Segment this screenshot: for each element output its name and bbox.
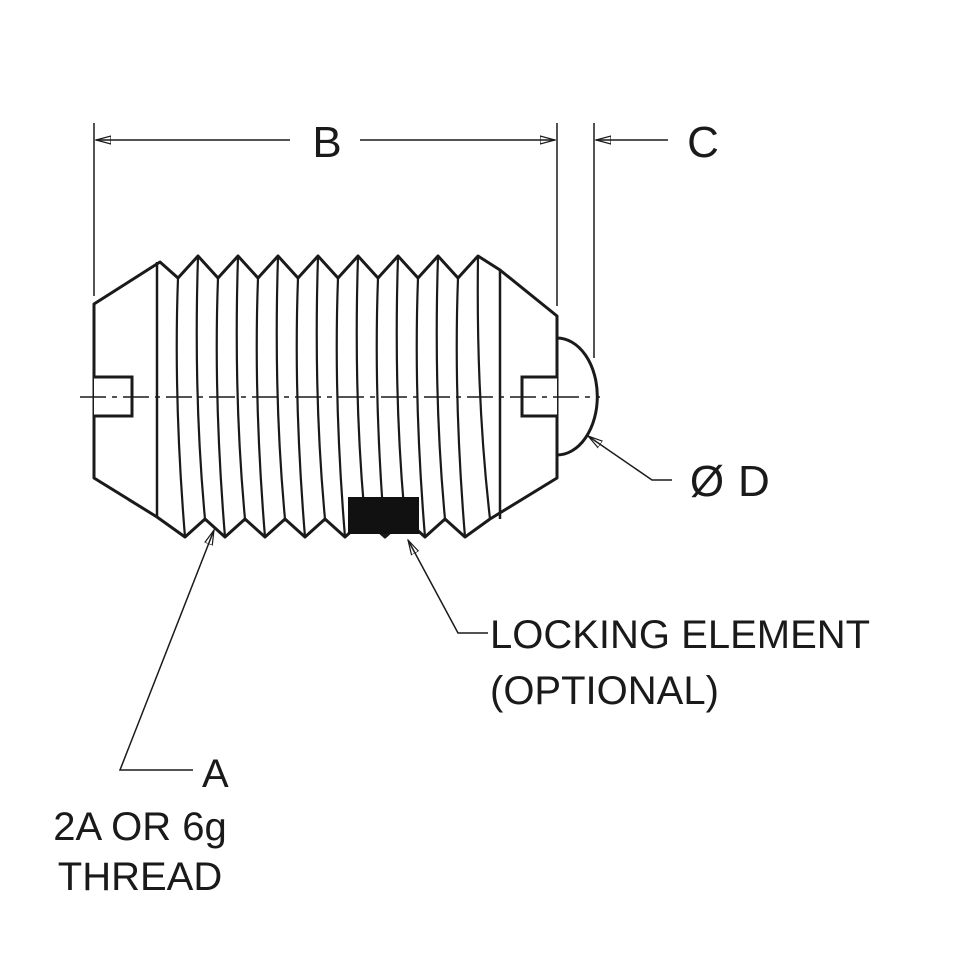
thread-line (295, 277, 307, 538)
diameter-symbol: Ø (690, 457, 724, 506)
thread-line (355, 255, 367, 520)
thread-line (215, 277, 227, 538)
diameter-leader (588, 436, 672, 481)
thread-line (335, 277, 347, 538)
thread-label-a: A (202, 752, 229, 796)
extension-lines (93, 123, 595, 358)
thread-line (235, 255, 247, 520)
thread-leader (118, 530, 214, 771)
thread-line (455, 277, 467, 538)
diameter-label: D (738, 457, 770, 506)
locking-label-line2: (OPTIONAL) (490, 669, 719, 713)
thread-line (255, 277, 267, 538)
thread-line (395, 255, 407, 520)
thread-line (315, 255, 327, 520)
thread-label-line1: 2A OR 6g (53, 805, 226, 849)
locking-leader (408, 540, 488, 634)
locking-element (348, 497, 419, 534)
dimension-c-label: C (687, 118, 719, 167)
dimension-b-label: B (312, 118, 341, 167)
thread-label-line2: THREAD (58, 855, 222, 899)
thread-lines (175, 255, 492, 538)
thread-line (415, 277, 427, 538)
locking-label-line1: LOCKING ELEMENT (490, 613, 870, 657)
thread-line (435, 255, 447, 520)
thread-line (275, 255, 287, 520)
thread-line (476, 255, 492, 520)
thread-line (175, 277, 187, 538)
thread-line (195, 255, 207, 520)
